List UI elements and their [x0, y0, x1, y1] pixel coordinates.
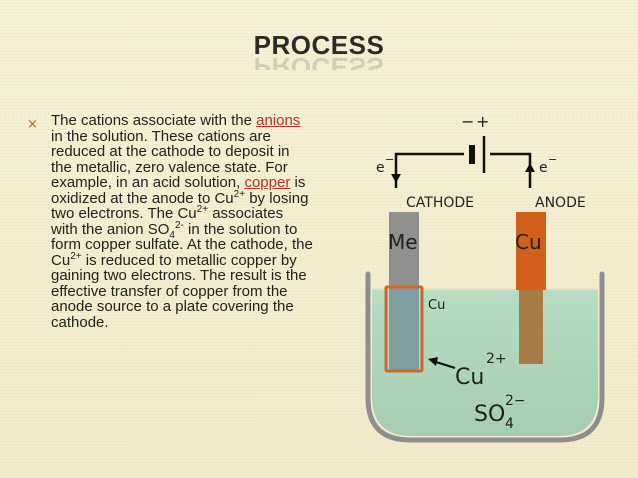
anode-metal-label: Cu — [515, 230, 542, 254]
svg-text:4: 4 — [505, 416, 514, 432]
slide-title: PROCESS — [253, 30, 385, 60]
cathode-metal-label: Me — [388, 230, 418, 254]
deposit-label: Cu — [428, 298, 445, 313]
anode-electrode-submerged — [519, 290, 543, 364]
wire-left — [394, 152, 464, 188]
battery-minus-sign: − — [461, 112, 474, 131]
svg-text:−: − — [548, 153, 557, 166]
svg-text:−: − — [385, 153, 394, 166]
battery-plus-sign: + — [476, 112, 489, 131]
copper-link[interactable]: copper — [244, 174, 291, 191]
cathode-label: CATHODE — [406, 195, 474, 211]
copper-deposit — [384, 285, 424, 373]
svg-text:2−: 2− — [505, 393, 526, 409]
electron-arrow-up-icon — [525, 163, 535, 172]
svg-text:2+: 2+ — [486, 351, 507, 367]
cu-ion-label: Cu — [455, 365, 484, 390]
tank — [365, 271, 605, 443]
anode-label: ANODE — [535, 195, 586, 211]
electron-arrow-down-icon — [391, 174, 401, 183]
electron-left-label: e — [376, 160, 385, 176]
cathode-electrode-submerged — [389, 290, 419, 370]
cathode-electrode — [389, 212, 419, 290]
electron-right-label: e — [539, 160, 548, 176]
process-paragraph: The cations associate with the anions in… — [51, 112, 313, 331]
ion-arrow-icon — [428, 357, 438, 366]
anode-electrode — [516, 212, 546, 290]
wire-right — [490, 152, 532, 188]
bullet-icon: × — [27, 117, 38, 132]
sulfate-ion-label: SO — [474, 402, 505, 427]
anions-link[interactable]: anions — [256, 112, 301, 129]
